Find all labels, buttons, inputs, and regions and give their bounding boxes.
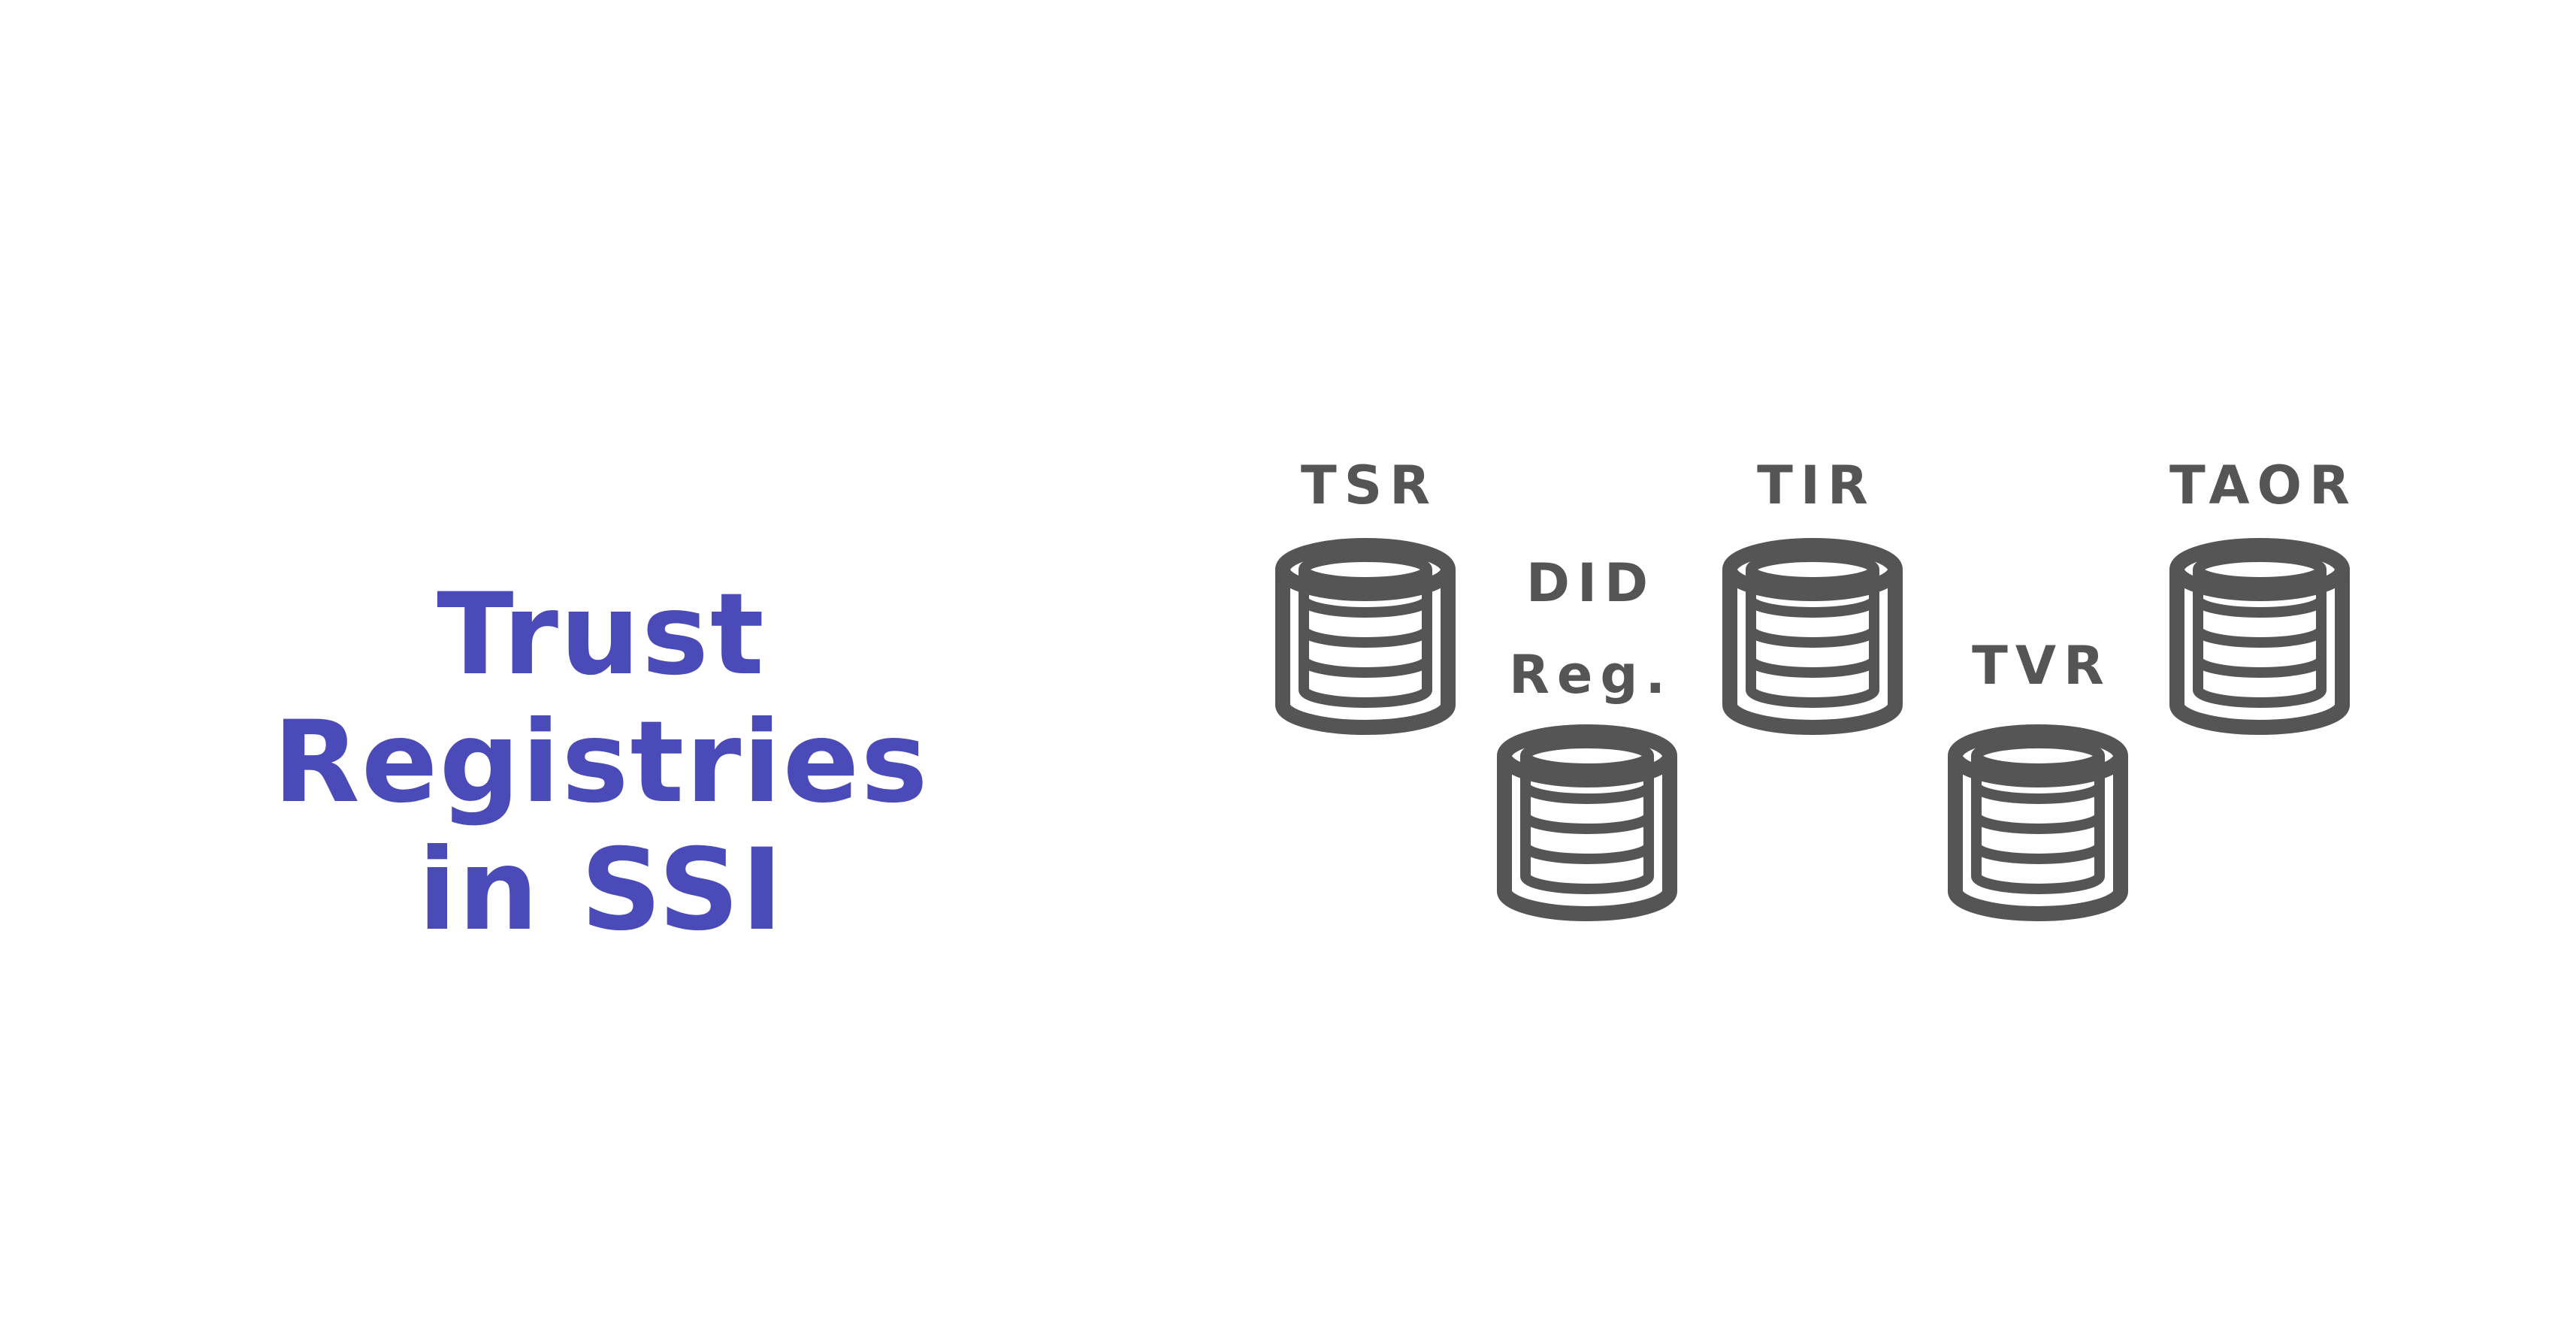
registry-label-tir: TIR <box>1757 455 1876 516</box>
database-icon <box>1497 720 1677 938</box>
database-icon <box>1722 533 1903 751</box>
database-icon <box>1948 720 2128 938</box>
database-icon <box>1275 533 1456 751</box>
registry-label-tvr: TVR <box>1972 635 2112 697</box>
registry-tir: TIR <box>1704 436 1929 535</box>
registry-tvr: TVR <box>1929 616 2154 715</box>
page-title: Trust Registries in SSI <box>150 571 1052 954</box>
registry-taor: TAOR <box>2151 436 2376 535</box>
database-icon <box>2169 533 2350 751</box>
registry-label-taor: TAOR <box>2169 455 2357 516</box>
registry-tsr: TSR <box>1256 436 1482 535</box>
title-line-1: Trust Registries <box>273 570 930 828</box>
registry-label-tsr: TSR <box>1300 455 1438 516</box>
title-line-2: in SSI <box>418 825 785 956</box>
registry-did-reg: DID Reg. <box>1478 533 1704 724</box>
registry-label-reg: Reg. <box>1508 644 1673 706</box>
registry-label-did: DID <box>1525 552 1656 614</box>
